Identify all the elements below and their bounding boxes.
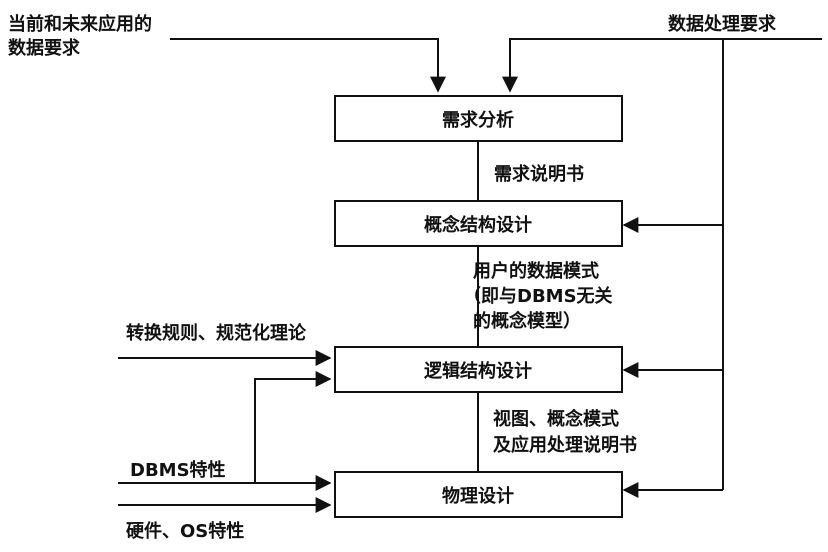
logical-design-label: 逻辑结构设计: [424, 360, 532, 382]
physical-design-label: 物理设计: [442, 485, 514, 507]
input-label-conversion-rules: 转换规则、规范化理论: [126, 322, 307, 344]
input-label-current-future-data-line2: 数据要求: [8, 37, 81, 59]
conceptual-design-label: 概念结构设计: [424, 214, 532, 236]
output-label-views-line2: 及应用处理说明书: [493, 434, 637, 456]
conceptual-design-box: 概念结构设计: [334, 200, 623, 247]
output-label-views-line1: 视图、概念模式: [493, 408, 619, 430]
input-label-hardware-os: 硬件、OS特性: [126, 520, 244, 542]
requirements-analysis-box: 需求分析: [334, 95, 623, 142]
input-label-data-processing: 数据处理要求: [668, 13, 777, 35]
physical-design-box: 物理设计: [334, 471, 623, 518]
requirements-analysis-label: 需求分析: [442, 109, 514, 131]
logical-design-box: 逻辑结构设计: [334, 346, 623, 393]
dbms-arrow-to-logical: [254, 371, 332, 483]
output-label-requirements-spec: 需求说明书: [494, 163, 584, 185]
output-label-user-schema-line3: 的概念模型）: [473, 310, 581, 332]
input-label-current-future-data-line1: 当前和未来应用的: [8, 13, 152, 35]
output-label-user-schema-line1: 用户的数据模式: [473, 260, 599, 282]
output-label-user-schema-line2: （即与DBMS无关: [463, 285, 613, 307]
input-label-dbms-features: DBMS特性: [130, 459, 226, 481]
current-data-arrow: [170, 38, 446, 93]
